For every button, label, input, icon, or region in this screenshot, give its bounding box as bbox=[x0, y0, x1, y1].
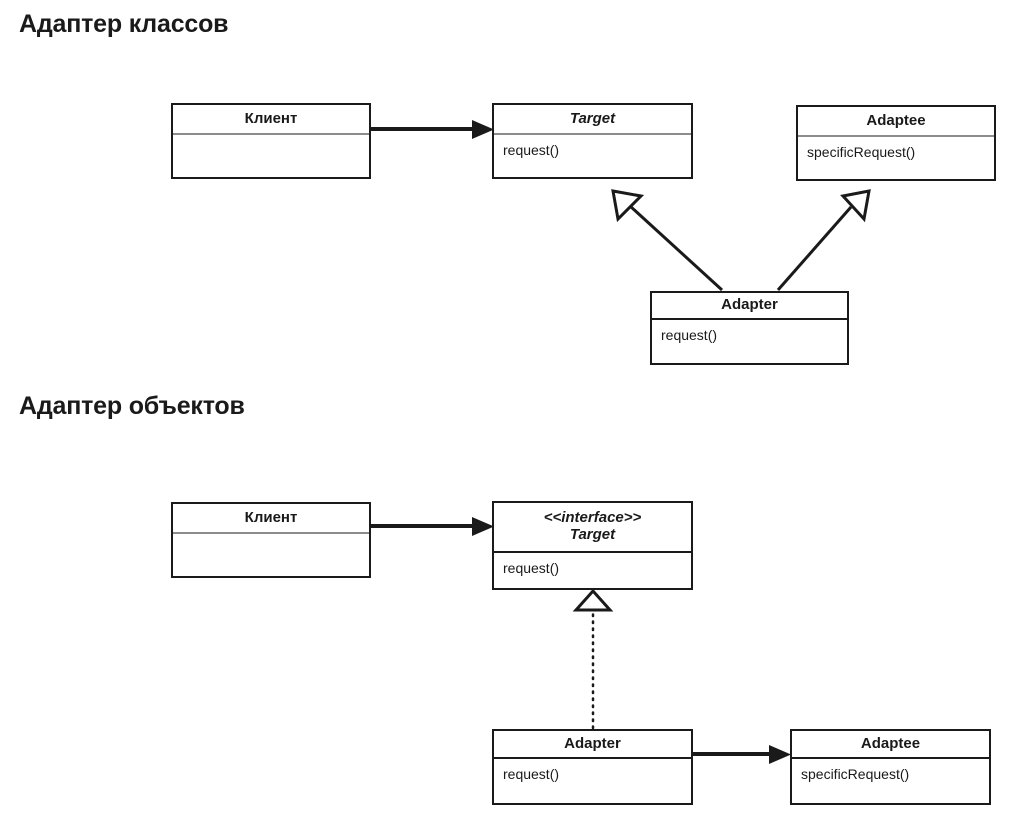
class-members-adaptee-bottom: specificRequest() bbox=[801, 766, 910, 782]
class-name-adaptee-top: Adaptee bbox=[798, 107, 994, 137]
class-name-client-top: Клиент bbox=[173, 105, 369, 135]
section-title-object-adapter: Адаптер объектов bbox=[19, 392, 245, 420]
class-box-adaptee-top: Adaptee specificRequest() bbox=[796, 105, 996, 181]
class-name-adapter-top: Adapter bbox=[652, 293, 847, 320]
class-title-target-bottom: Target bbox=[569, 526, 616, 543]
class-members-client-top bbox=[173, 135, 369, 177]
class-box-adaptee-bottom: Adaptee specificRequest() bbox=[790, 729, 991, 805]
class-box-adapter-bottom: Adapter request() bbox=[492, 729, 693, 805]
class-box-target-bottom: <<interface>> Target request() bbox=[492, 501, 693, 590]
section-title-class-adapter: Адаптер классов bbox=[19, 10, 229, 38]
class-box-adapter-top: Adapter request() bbox=[650, 291, 849, 365]
edge-adapter-to-adaptee-association bbox=[693, 745, 791, 764]
class-members-adapter-top: request() bbox=[661, 327, 718, 343]
class-name-target-top: Target bbox=[494, 105, 691, 135]
edge-adapter-inherits-target bbox=[611, 189, 724, 292]
class-members-adaptee-top: specificRequest() bbox=[807, 144, 916, 160]
class-stereotype-target-bottom: <<interface>> bbox=[543, 509, 642, 527]
edge-client-to-target-association-bottom bbox=[371, 517, 494, 536]
class-name-client-bottom: Клиент bbox=[173, 504, 369, 534]
class-name-adaptee-bottom: Adaptee bbox=[792, 731, 989, 759]
edge-adapter-realizes-target bbox=[572, 588, 614, 730]
edge-client-to-target-association-top bbox=[371, 120, 494, 139]
class-members-client-bottom bbox=[173, 534, 369, 576]
class-members-target-bottom: request() bbox=[503, 560, 560, 576]
class-name-target-bottom: <<interface>> Target bbox=[494, 503, 691, 553]
edge-adapter-inherits-adaptee bbox=[776, 189, 871, 291]
class-box-target-top: Target request() bbox=[492, 103, 693, 179]
class-members-adapter-bottom: request() bbox=[503, 766, 560, 782]
class-box-client-bottom: Клиент bbox=[171, 502, 371, 578]
class-members-target-top: request() bbox=[503, 142, 560, 158]
class-name-adapter-bottom: Adapter bbox=[494, 731, 691, 759]
class-box-client-top: Клиент bbox=[171, 103, 371, 179]
